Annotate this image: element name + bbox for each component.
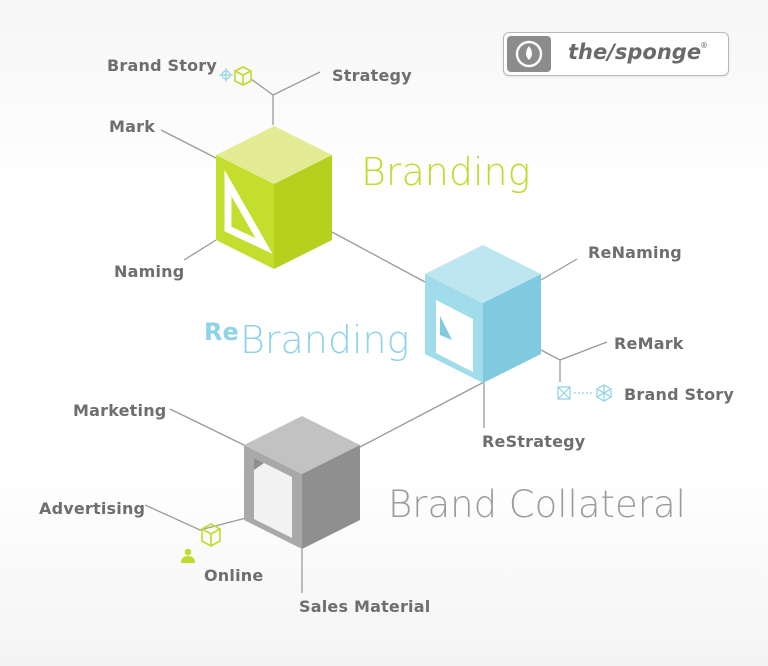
line-rebranding-collateral — [359, 381, 485, 448]
line-strategy — [272, 71, 321, 125]
label-restrategy: ReStrategy — [482, 432, 586, 451]
collateral-cube — [244, 416, 360, 549]
user-icon — [181, 548, 195, 563]
rebranding-page-mark — [440, 316, 452, 340]
line-marketing — [169, 408, 247, 447]
collateral-page-fold — [254, 458, 264, 470]
line-renaming — [540, 258, 578, 281]
line-naming — [183, 239, 217, 261]
label-sales-material: Sales Material — [299, 597, 431, 616]
line-brandstory-stub — [250, 78, 274, 96]
label-naming: Naming — [114, 262, 185, 281]
logo-registered-mark: ® — [700, 41, 708, 50]
branding-logo-mark — [224, 169, 273, 254]
line-advertising — [144, 504, 247, 531]
crosshair-icon — [219, 68, 233, 82]
connector-lines — [144, 71, 608, 593]
cube-outline-icon — [234, 66, 252, 86]
branding-title: Branding — [361, 150, 531, 194]
rebranding-title: Branding — [240, 318, 410, 362]
label-mark: Mark — [109, 117, 156, 136]
label-online: Online — [204, 566, 264, 585]
rebranding-page — [436, 300, 473, 372]
logo-text: the/sponge — [568, 40, 702, 64]
envelope-icon — [557, 386, 571, 400]
label-remark: ReMark — [614, 334, 684, 353]
line-remark — [540, 341, 608, 361]
rebranding-prefix: Re — [204, 318, 239, 346]
logo[interactable]: the/sponge ® — [503, 32, 729, 76]
snowflake-cube-icon — [596, 384, 612, 402]
label-renaming: ReNaming — [588, 243, 682, 262]
label-strategy: Strategy — [332, 66, 412, 85]
line-branding-rebranding — [331, 231, 426, 283]
collateral-page — [254, 458, 292, 538]
rebranding-cube — [425, 245, 541, 383]
label-brand-story-2: Brand Story — [624, 385, 734, 404]
branding-cube — [216, 126, 332, 269]
cube-outline-icon-online — [201, 523, 221, 547]
label-advertising: Advertising — [39, 499, 146, 518]
label-brand-story: Brand Story — [107, 56, 217, 75]
label-marketing: Marketing — [73, 401, 167, 420]
collateral-title: Brand Collateral — [388, 483, 686, 526]
water-drop-icon — [507, 36, 551, 72]
line-mark — [160, 129, 217, 159]
